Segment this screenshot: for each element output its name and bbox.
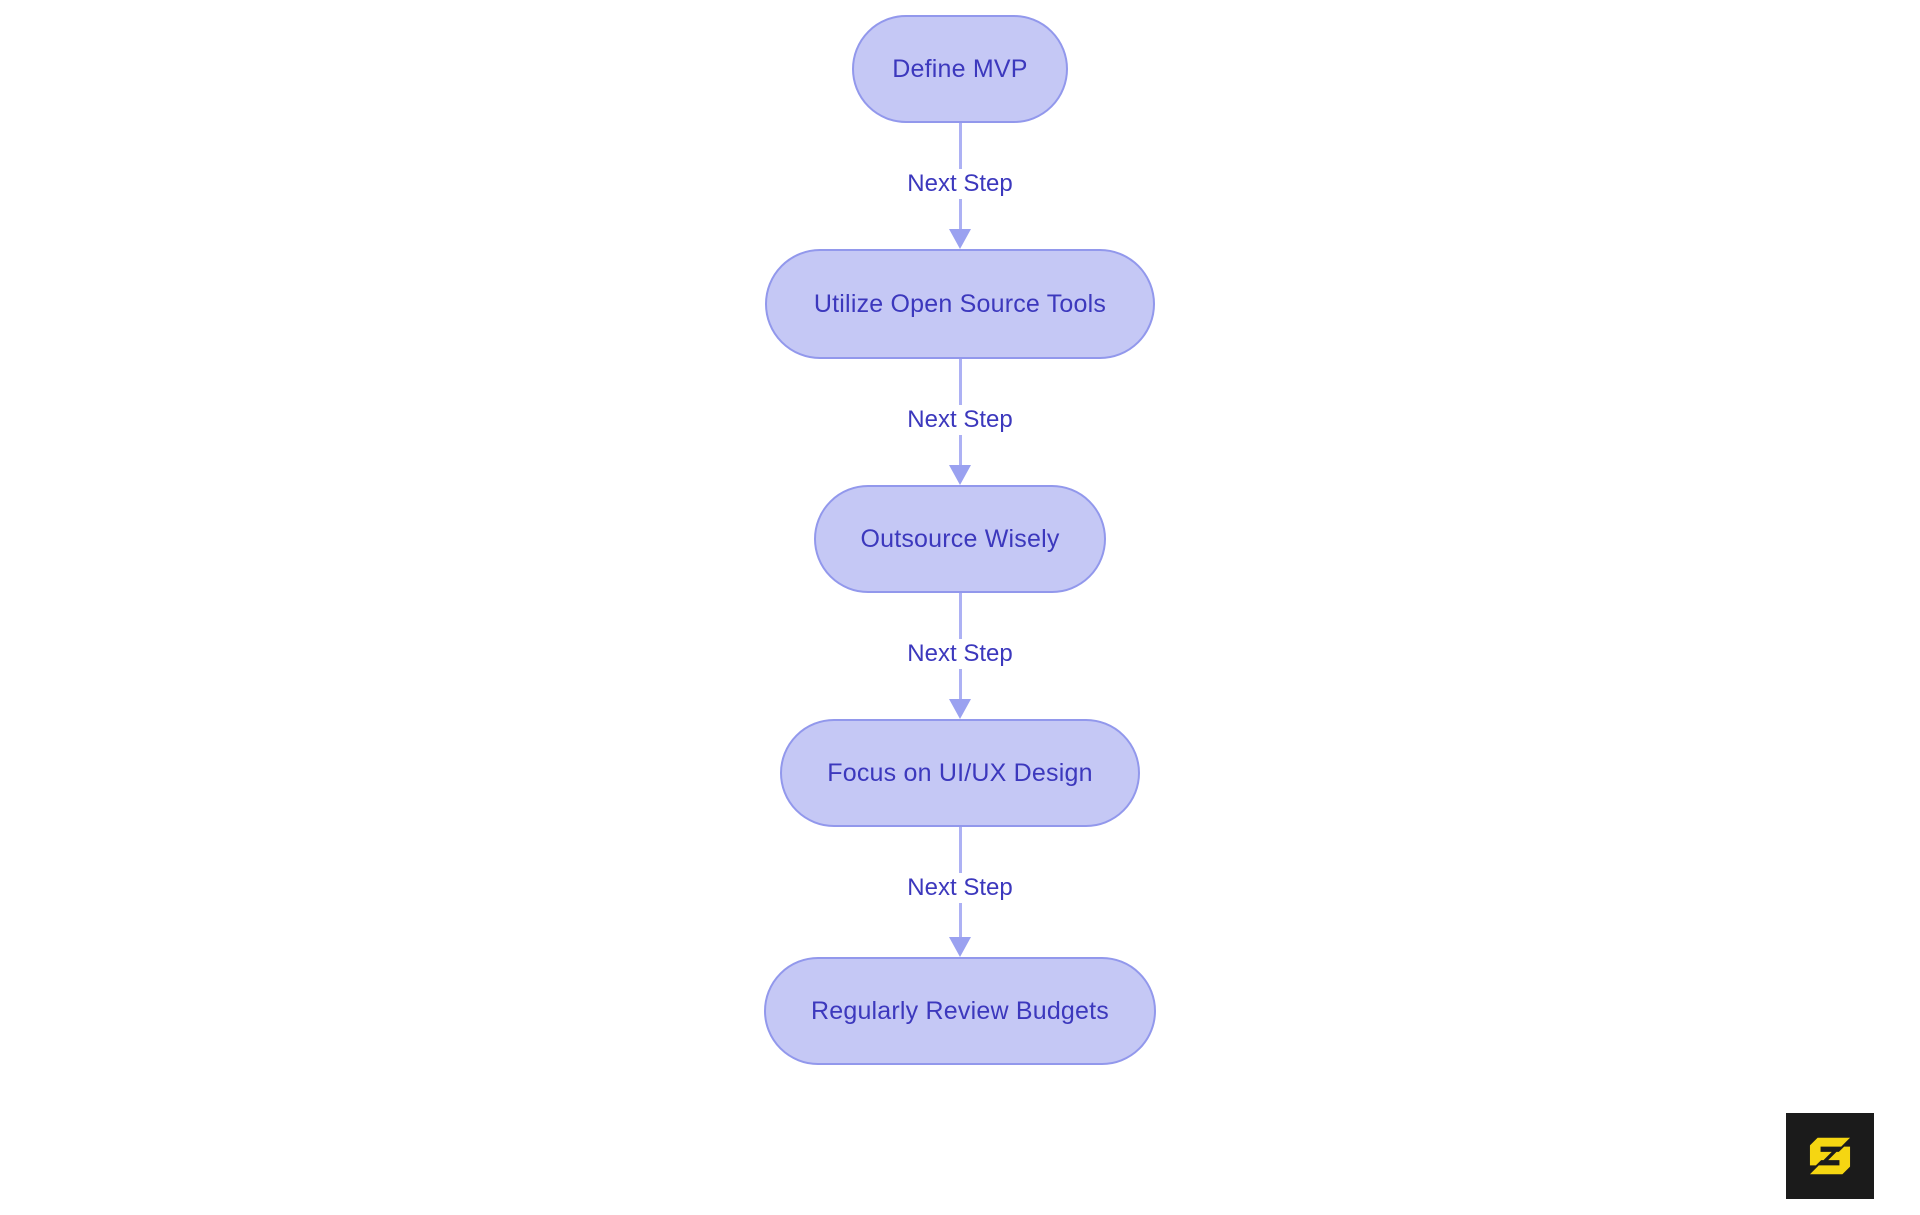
flowchart-edge: Next Step: [875, 827, 1045, 957]
flowchart-node-define-mvp: Define MVP: [852, 15, 1068, 123]
edge-label: Next Step: [901, 405, 1019, 435]
node-label: Outsource Wisely: [860, 524, 1060, 553]
flowchart-node-review-budgets: Regularly Review Budgets: [764, 957, 1156, 1065]
flowchart-node-open-source-tools: Utilize Open Source Tools: [765, 249, 1155, 359]
flowchart-node-uiux-design: Focus on UI/UX Design: [780, 719, 1140, 827]
flowchart-edge: Next Step: [875, 359, 1045, 485]
arrowhead-down-icon: [949, 229, 971, 249]
node-label: Focus on UI/UX Design: [827, 758, 1093, 787]
edge-label: Next Step: [901, 639, 1019, 669]
edge-label: Next Step: [901, 873, 1019, 903]
arrowhead-down-icon: [949, 465, 971, 485]
node-label: Utilize Open Source Tools: [813, 289, 1107, 318]
edge-label: Next Step: [901, 169, 1019, 199]
node-label: Define MVP: [892, 54, 1028, 83]
angular-s-logo: [1786, 1113, 1874, 1199]
flowchart-node-outsource-wisely: Outsource Wisely: [814, 485, 1106, 593]
arrowhead-down-icon: [949, 699, 971, 719]
flowchart-edge: Next Step: [875, 593, 1045, 719]
flowchart-edge: Next Step: [875, 123, 1045, 249]
angular-s-icon: [1809, 1137, 1851, 1175]
arrowhead-down-icon: [949, 937, 971, 957]
node-label: Regularly Review Budgets: [810, 996, 1109, 1025]
